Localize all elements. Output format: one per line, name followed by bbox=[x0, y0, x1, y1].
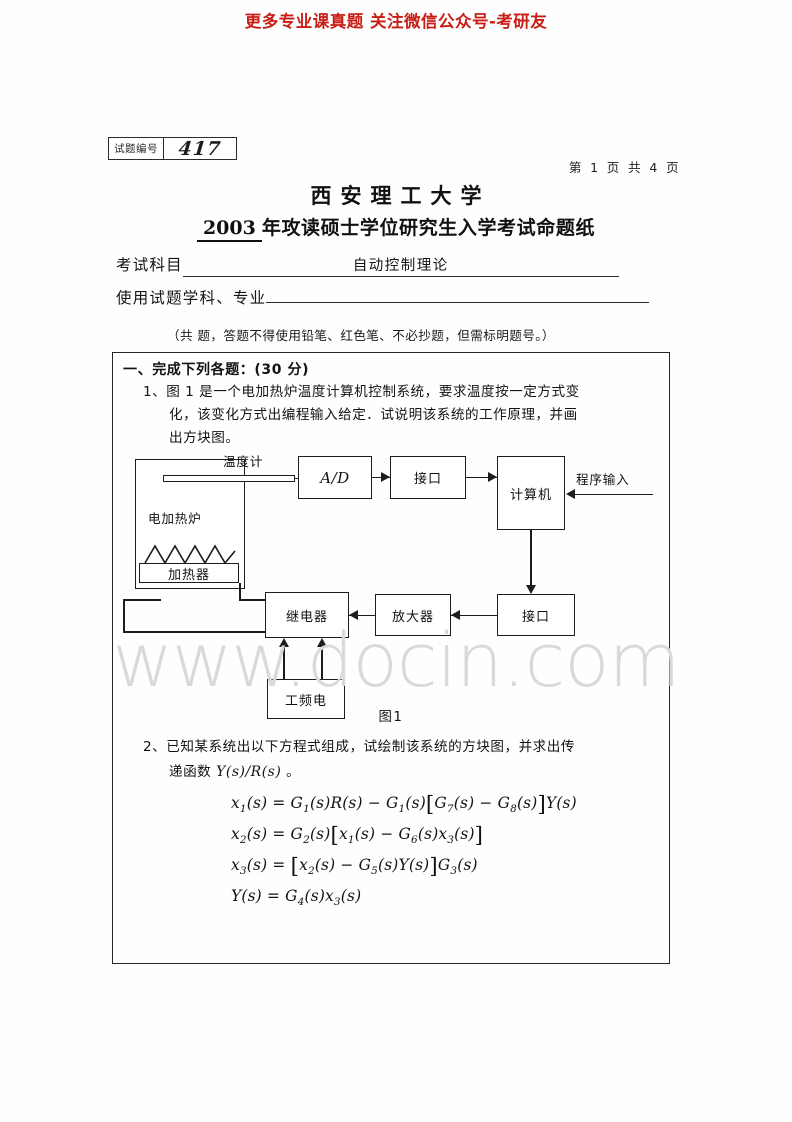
question-2-line-1: 2、已知某系统出以下方程式组成，试绘制该系统的方块图，并求出传 bbox=[143, 739, 575, 755]
computer-block: 计算机 bbox=[497, 456, 565, 530]
thermometer-probe bbox=[163, 475, 295, 482]
amplifier-block: 放大器 bbox=[375, 594, 451, 636]
interface-to-computer-line bbox=[466, 476, 497, 478]
ad-to-interface-arrow bbox=[381, 472, 390, 482]
amplifier-to-relay-arrow bbox=[349, 610, 358, 620]
promo-banner: 更多专业课真题 关注微信公众号-考研友 bbox=[244, 12, 548, 31]
question-1-line-1: 1、图 1 是一个电加热炉温度计算机控制系统，要求温度按一定方式变 bbox=[143, 384, 580, 400]
mains-to-relay-arrow-1 bbox=[279, 638, 289, 647]
mains-to-relay-arrow-2 bbox=[317, 638, 327, 647]
block-diagram-figure: 电加热炉 加热器 温度计 A/D bbox=[113, 447, 669, 725]
program-input-arrow bbox=[566, 489, 575, 499]
mains-to-relay-line-2 bbox=[321, 643, 323, 679]
question-2-line-2-post: 。 bbox=[281, 764, 301, 780]
computer-to-interface-line bbox=[530, 530, 532, 592]
question-2-line-2-pre: 递函数 bbox=[169, 764, 217, 780]
page-counter: 第 1 页 共 4 页 bbox=[568, 160, 681, 175]
subject-label: 考试科目 bbox=[116, 256, 183, 274]
mains-power-label: 工频电 bbox=[284, 693, 327, 709]
mains-power-block: 工频电 bbox=[267, 679, 345, 719]
interface-top-block: 接口 bbox=[390, 456, 466, 499]
computer-to-interface-arrow bbox=[526, 585, 536, 594]
furnace-return-riser bbox=[123, 599, 125, 632]
ad-converter-label: A/D bbox=[320, 468, 350, 487]
exam-number-label: 试题编号 bbox=[109, 138, 164, 159]
equation-1: x1(s) = G1(s)R(s) − G1(s)[G7(s) − G8(s)]… bbox=[231, 791, 577, 817]
relay-block: 继电器 bbox=[265, 592, 349, 638]
exam-number-value: 417 bbox=[177, 137, 223, 160]
question-1-line-3: 出方块图。 bbox=[169, 430, 240, 446]
interface-bottom-label: 接口 bbox=[521, 609, 550, 625]
question-1-line-2: 化，该变化方式出编程输入给定．试说明该系统的工作原理，并画 bbox=[169, 407, 578, 423]
paper-title-rest: 年攻读硕士学位研究生入学考试命题纸 bbox=[261, 217, 596, 239]
interface-to-amplifier-arrow bbox=[451, 610, 460, 620]
amplifier-label: 放大器 bbox=[391, 609, 434, 625]
computer-label: 计算机 bbox=[509, 487, 552, 503]
equation-3: x3(s) = [x2(s) − G5(s)Y(s)]G3(s) bbox=[231, 854, 478, 880]
amplifier-to-relay-line bbox=[349, 614, 375, 616]
major-value bbox=[266, 301, 650, 303]
ad-converter-block: A/D bbox=[298, 456, 372, 499]
interface-top-label: 接口 bbox=[413, 472, 442, 487]
heater-block: 加热器 bbox=[139, 563, 239, 583]
exam-number-box: 试题编号 417 bbox=[108, 137, 237, 160]
subject-value: 自动控制理论 bbox=[182, 254, 619, 277]
equation-4: Y(s) = G4(s)x3(s) bbox=[231, 887, 362, 909]
relay-heater-riser bbox=[239, 583, 241, 600]
figure-caption: 图1 bbox=[378, 710, 404, 725]
relay-to-heater-line-top bbox=[239, 599, 266, 601]
interface-to-amplifier-line bbox=[451, 614, 497, 616]
subject-field-row: 考试科目 自动控制理论 bbox=[116, 253, 619, 277]
major-field-row: 使用试题学科、专业 bbox=[116, 286, 650, 308]
question-2-line-2: 递函数 Y(s)/R(s) 。 bbox=[143, 760, 658, 785]
section-heading: 一、完成下列各题：(30 分) bbox=[123, 362, 310, 378]
transfer-function-expression: Y(s)/R(s) bbox=[216, 764, 282, 780]
relay-to-furnace-line-bottom bbox=[123, 631, 266, 633]
question-2-text: 2、已知某系统出以下方程式组成，试绘制该系统的方块图，并求出传 递函数 Y(s)… bbox=[143, 735, 658, 785]
content-frame: 一、完成下列各题：(30 分) 1、图 1 是一个电加热炉温度计算机控制系统，要… bbox=[112, 352, 670, 964]
heating-coil-icon bbox=[144, 544, 236, 565]
equation-2: x2(s) = G2(s)[x1(s) − G6(s)x3(s)] bbox=[231, 823, 484, 849]
program-input-line bbox=[575, 493, 653, 495]
interface-to-computer-arrow bbox=[488, 472, 497, 482]
equation-system: x1(s) = G1(s)R(s) − G1(s)[G7(s) − G8(s)]… bbox=[231, 791, 577, 915]
question-1-text: 1、图 1 是一个电加热炉温度计算机控制系统，要求温度按一定方式变 化，该变化方… bbox=[143, 381, 655, 450]
program-input-label: 程序输入 bbox=[576, 472, 630, 487]
exam-note: （共 题，答题不得使用铅笔、红色笔、不必抄题，但需标明题号。） bbox=[167, 328, 555, 343]
thermometer-label: 温度计 bbox=[223, 454, 264, 469]
mains-to-relay-line-1 bbox=[283, 643, 285, 679]
university-title: 西安理工大学 bbox=[310, 183, 491, 208]
furnace-return-line bbox=[123, 599, 161, 601]
furnace-label: 电加热炉 bbox=[148, 511, 202, 526]
interface-bottom-block: 接口 bbox=[497, 594, 575, 636]
relay-label: 继电器 bbox=[285, 609, 328, 625]
major-label: 使用试题学科、专业 bbox=[116, 289, 267, 307]
exam-year: 2003 bbox=[196, 217, 262, 242]
heater-label: 加热器 bbox=[167, 567, 210, 583]
